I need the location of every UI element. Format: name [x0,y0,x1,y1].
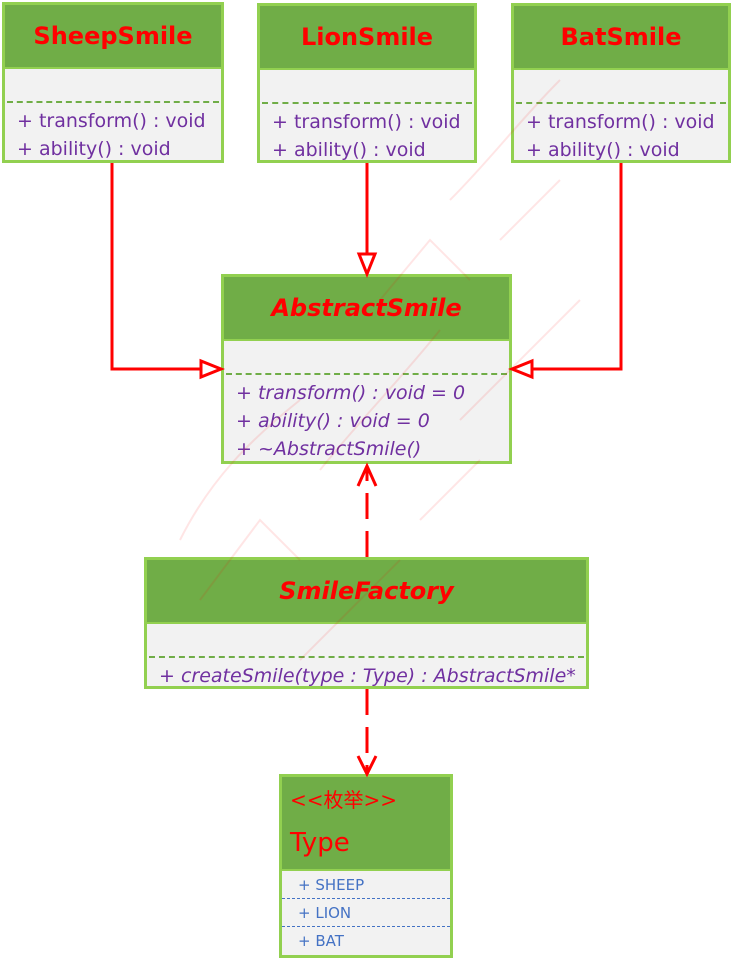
generalization-sheep-arrowhead [199,358,226,380]
generalization-bat-arrowhead [507,358,534,380]
attributes-section [514,70,728,102]
attributes-section [224,341,509,373]
section-divider [516,102,726,104]
section-divider [262,102,472,104]
method-ability: + ability() : void [526,139,680,161]
method-transform: + transform() : void [17,110,206,132]
class-abstractsmile[interactable]: AbstractSmile + transform() : void = 0 +… [221,274,512,464]
generalization-bat-line [532,163,623,371]
enum-name: Type [290,828,350,858]
class-batsmile[interactable]: BatSmile + transform() : void + ability(… [511,3,731,163]
class-name-abstractsmile: AbstractSmile [224,277,509,341]
class-name-smilefactory: SmileFactory [147,560,586,624]
class-smilefactory[interactable]: SmileFactory + createSmile(type : Type) … [144,557,589,689]
methods-section: + createSmile(type : Type) : AbstractSmi… [147,658,586,694]
enum-stereotype: <<枚举>> [290,788,398,812]
enum-value-bat: + BAT [298,932,344,950]
enum-header: <<枚举>> Type [282,777,450,871]
section-divider [7,101,219,103]
methods-section: + transform() : void + ability() : void [5,103,221,167]
methods-section: + transform() : void + ability() : void [260,104,474,168]
enum-type[interactable]: <<枚举>> Type + SHEEP + LION + BAT [279,774,453,958]
methods-section: + transform() : void + ability() : void [514,104,728,168]
dependency-factory-type-arrowhead [356,755,378,778]
class-name-batsmile: BatSmile [514,6,728,70]
class-sheepsmile[interactable]: SheepSmile + transform() : void + abilit… [2,2,224,163]
class-name-sheepsmile: SheepSmile [5,5,221,69]
dependency-factory-abstract-arrowhead [356,462,378,487]
attributes-section [147,624,586,656]
methods-section: + transform() : void = 0 + ability() : v… [224,375,509,467]
enum-value-sheep: + SHEEP [282,871,450,899]
method-transform: + transform() : void = 0 [236,382,466,404]
generalization-lion-arrowhead [356,252,378,279]
generalization-sheep-line [110,163,201,371]
enum-value-lion: + LION [282,899,450,927]
method-ability: + ability() : void [17,138,171,160]
method-createsmile: + createSmile(type : Type) : AbstractSmi… [159,665,576,687]
method-ability: + ability() : void [272,139,426,161]
section-divider [149,656,584,658]
attributes-section [5,69,221,101]
method-transform: + transform() : void [272,111,461,133]
method-destructor: + ~AbstractSmile() [236,438,422,460]
attributes-section [260,70,474,102]
method-transform: + transform() : void [526,111,715,133]
class-name-lionsmile: LionSmile [260,6,474,70]
method-ability: + ability() : void = 0 [236,410,430,432]
class-lionsmile[interactable]: LionSmile + transform() : void + ability… [257,3,477,163]
section-divider [226,373,507,375]
